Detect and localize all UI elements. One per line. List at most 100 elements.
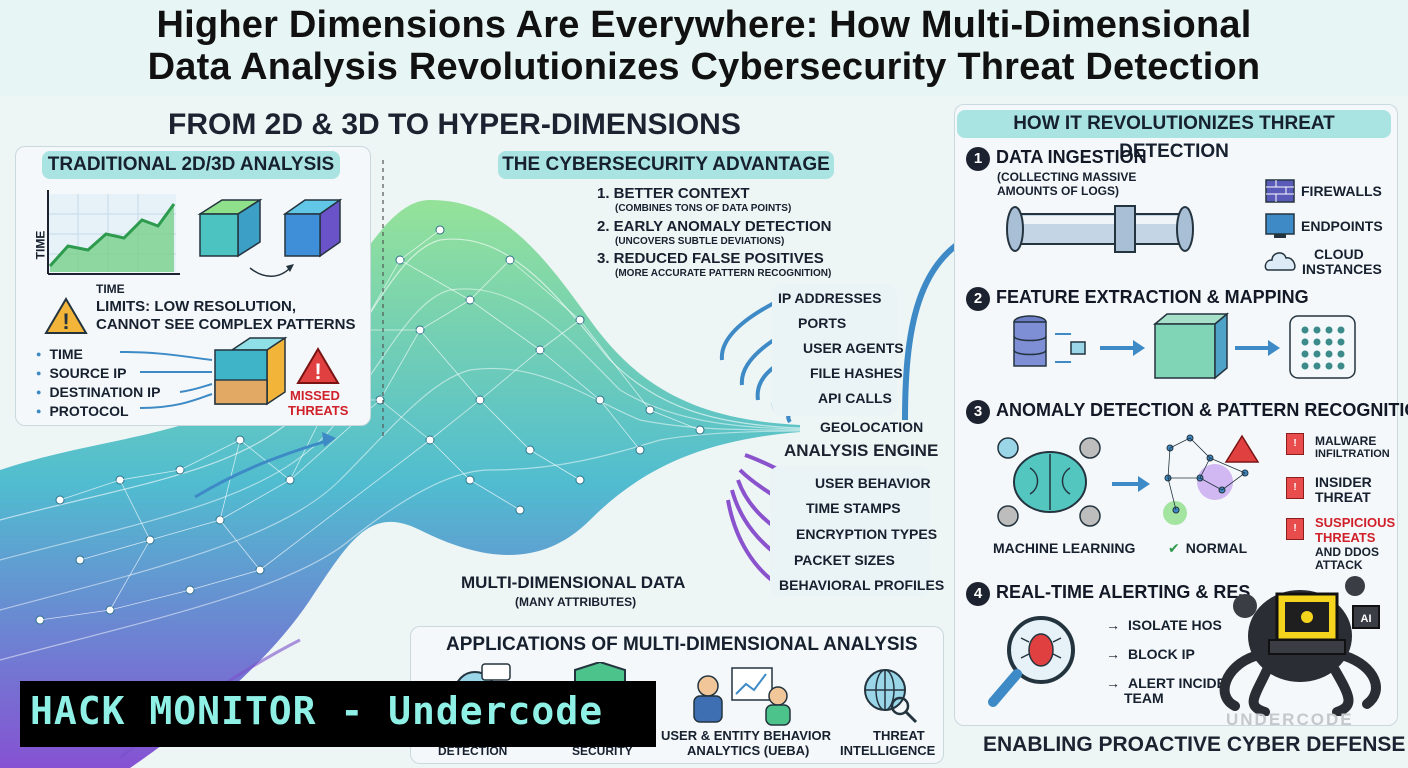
step-title: FEATURE EXTRACTION & MAPPING (996, 287, 1309, 307)
feature-label: IP ADDRESSES (778, 290, 882, 306)
limits-line-2: CANNOT SEE COMPLEX PATTERNS (96, 316, 356, 333)
action-label: →ALERT INCIDE (1106, 675, 1226, 691)
attributes-into-cube (120, 336, 288, 409)
action-label: TEAM (1124, 690, 1164, 706)
threat-label: THREATS (1315, 530, 1376, 545)
data-ribbon (0, 200, 800, 768)
application-label: SECURITY (572, 744, 633, 758)
feature-label: USER AGENTS (803, 340, 904, 356)
action-label: →ISOLATE HOS (1106, 617, 1222, 633)
svg-text:!: ! (314, 359, 321, 384)
advantage-item: 1. BETTER CONTEXT (597, 185, 750, 202)
section-heading: FROM 2D & 3D TO HYPER-DIMENSIONS (168, 108, 741, 141)
multi-dim-label: MULTI-DIMENSIONAL DATA (461, 573, 686, 592)
attribute-item: DESTINATION IP (36, 384, 160, 400)
feature-label: BEHAVIORAL PROFILES (779, 577, 945, 593)
application-label: INTELLIGENCE (840, 743, 936, 758)
advantage-title: THE CYBERSECURITY ADVANTAGE (498, 151, 834, 179)
undercode-logo-text: UNDERCODE (1226, 710, 1354, 729)
feature-label: ENCRYPTION TYPES (796, 526, 938, 542)
network-links (39, 229, 701, 621)
limits-line-1: LIMITS: LOW RESOLUTION, (96, 298, 296, 315)
threat-label: AND DDOS (1315, 545, 1380, 559)
advantage-item: 3. REDUCED FALSE POSITIVES (597, 250, 824, 267)
features-top-panel (772, 284, 897, 416)
title-line-1: Higher Dimensions Are Everywhere: How Mu… (156, 4, 1252, 46)
advantage-sub: (UNCOVERS SUBTLE DEVIATIONS) (615, 236, 785, 247)
axis-x-label: TIME (96, 282, 125, 296)
footer-tagline: ENABLING PROACTIVE CYBER DEFENSE (983, 733, 1406, 756)
threat-flag-icon: ! (1286, 433, 1304, 455)
source-cloud: CLOUD (1314, 246, 1364, 262)
advantage-item: 2. EARLY ANOMALY DETECTION (597, 218, 832, 235)
application-label: DETECTION (438, 744, 508, 758)
source-icons (1264, 179, 1296, 271)
svg-text:AI: AI (1361, 613, 1372, 625)
source-endpoints: ENDPOINTS (1301, 218, 1383, 234)
missed-line-1: MISSED (290, 388, 340, 403)
advantage-sub: (COMBINES TONS OF DATA POINTS) (615, 203, 792, 214)
threat-flag-icon: ! (1286, 477, 1304, 499)
data-ribbon-strands (0, 238, 801, 521)
arrow-right-icon: → (1106, 617, 1120, 633)
step-1-sub: (COLLECTING MASSIVE (997, 170, 1137, 184)
arrow-right-icon: → (1106, 675, 1120, 691)
multi-dim-sub: (MANY ATTRIBUTES) (515, 595, 637, 609)
missed-line-2: THREATS (288, 403, 349, 418)
machine-learning-label: MACHINE LEARNING (993, 540, 1136, 556)
watermark-text: HACK MONITOR - Undercode (30, 689, 604, 733)
feature-label: PACKET SIZES (794, 552, 895, 568)
right-title: HOW IT REVOLUTIONIZES THREAT DETECTION (957, 110, 1391, 162)
step-1-sub: AMOUNTS OF LOGS) (997, 184, 1119, 198)
analysis-engine-label: ANALYSIS ENGINE (784, 441, 939, 460)
warning-icon: ! (44, 297, 88, 334)
step-number: 2 (966, 287, 990, 311)
step-3-heading: 3 ANOMALY DETECTION & PATTERN RECOGNITION (966, 400, 1408, 424)
cubes-2d-to-3d (197, 198, 343, 277)
step-number: 1 (966, 147, 990, 171)
feature-label: USER BEHAVIOR (815, 475, 931, 491)
features-bottom-panel (770, 466, 930, 596)
application-label: USER & ENTITY BEHAVIOR (661, 728, 831, 743)
step-title: ANOMALY DETECTION & PATTERN RECOGNITION (996, 400, 1408, 420)
threat-flag-icon: ! (1286, 518, 1304, 540)
source-firewalls: FIREWALLS (1301, 183, 1382, 199)
feature-label: PORTS (798, 315, 847, 331)
ingestion-pipe-icon (1006, 205, 1194, 253)
source-instances: INSTANCES (1302, 261, 1382, 277)
step-title: DATA INGESTION (996, 147, 1147, 167)
arrow-right-icon: → (1106, 646, 1120, 662)
feature-label: GEOLOCATION (820, 419, 924, 435)
threat-label: THREAT (1315, 489, 1371, 505)
threat-label: ATTACK (1315, 558, 1363, 572)
anomaly-detection-diagram (997, 434, 1260, 527)
feature-label: TIME STAMPS (806, 500, 901, 516)
attribute-item: SOURCE IP (36, 365, 126, 381)
threat-label: MALWARE (1315, 434, 1377, 448)
attribute-item: TIME (36, 346, 82, 362)
magnifier-bug-icon (988, 616, 1075, 707)
traditional-line-chart (47, 190, 180, 275)
step-4-heading: 4 REAL-TIME ALERTING & RES (966, 582, 1250, 606)
step-2-heading: 2 FEATURE EXTRACTION & MAPPING (966, 287, 1309, 311)
title-line-2: Data Analysis Revolutionizes Cybersecuri… (147, 46, 1261, 88)
alert-icon: ! (296, 347, 340, 384)
feature-label: API CALLS (818, 390, 892, 406)
step-number: 3 (966, 400, 990, 424)
step-number: 4 (966, 582, 990, 606)
watermark-banner (20, 681, 656, 747)
applications-title: APPLICATIONS OF MULTI-DIMENSIONAL ANALYS… (446, 634, 918, 655)
action-label: →BLOCK IP (1106, 646, 1195, 662)
check-icon: ✔ (1168, 540, 1180, 556)
threat-label: SUSPICIOUS (1315, 515, 1396, 530)
feature-mapping-diagram (1013, 312, 1356, 380)
feature-label: FILE HASHES (810, 365, 903, 381)
normal-label: ✔NORMAL (1168, 540, 1248, 556)
svg-text:!: ! (62, 309, 69, 334)
attribute-item: PROTOCOL (36, 403, 128, 419)
undercode-octopus-logo: AI (1219, 576, 1381, 716)
threat-label: INFILTRATION (1315, 448, 1390, 460)
step-title: REAL-TIME ALERTING & RES (996, 582, 1251, 602)
axis-y-label: TIME (33, 230, 48, 260)
advantage-sub: (MORE ACCURATE PATTERN RECOGNITION) (615, 268, 832, 279)
